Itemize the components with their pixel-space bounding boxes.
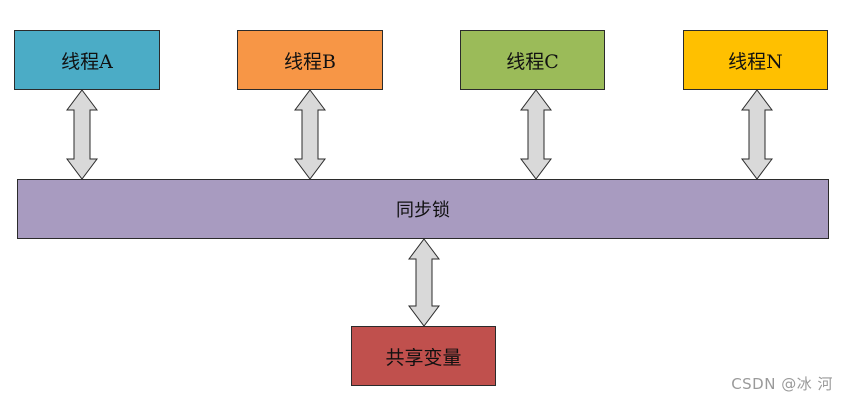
thread-b-label: 线程B [284, 50, 336, 73]
arrow-lock-shared [408, 238, 440, 327]
sync-lock-label: 同步锁 [396, 200, 450, 221]
thread-b-box: 线程B [237, 30, 383, 90]
thread-c-box: 线程C [460, 30, 605, 90]
thread-n-box: 线程N [683, 30, 828, 90]
arrow-thread-b-lock [294, 89, 326, 180]
watermark: CSDN @冰 河 [731, 375, 833, 393]
shared-variable-label: 共享变量 [385, 346, 462, 369]
thread-n-label: 线程N [728, 50, 783, 73]
thread-a-box: 线程A [14, 30, 160, 90]
sync-lock-bar: 同步锁 [17, 179, 829, 239]
thread-c-label: 线程C [506, 50, 559, 73]
arrow-thread-c-lock [520, 89, 552, 180]
thread-a-label: 线程A [61, 50, 113, 73]
shared-variable-box: 共享变量 [351, 326, 496, 386]
arrow-thread-n-lock [741, 89, 773, 180]
arrow-thread-a-lock [66, 89, 98, 180]
